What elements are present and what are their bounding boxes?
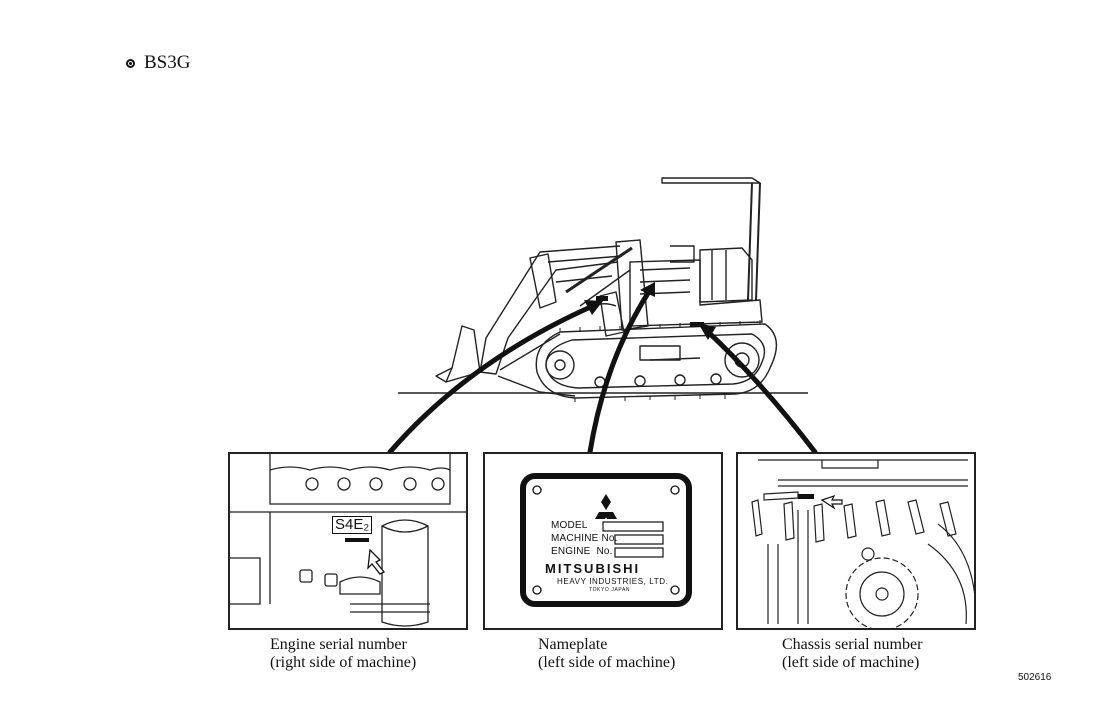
plate-machine-label: MACHINE No. — [551, 533, 618, 544]
engine-caption-location: (right side of machine) — [270, 654, 417, 671]
chassis-caption: Chassis serial number (left side of mach… — [782, 636, 922, 672]
nameplate-panel: MODEL MACHINE No. ENGINE No. MITSUBISHI … — [483, 452, 723, 630]
engine-serial-panel: S4E₂ — [228, 452, 468, 630]
document-code: 502616 — [1018, 672, 1052, 683]
model-label: BS3G — [144, 52, 191, 73]
loader-tower — [615, 239, 649, 331]
plate-brand: MITSUBISHI — [545, 561, 641, 576]
engine-code-plate: S4E₂ — [332, 516, 373, 534]
nameplate-caption: Nameplate (left side of machine) — [538, 636, 675, 672]
canopy-roof — [661, 177, 761, 184]
engine-caption-title: Engine serial number — [270, 636, 407, 653]
chassis-serial-panel — [736, 452, 976, 630]
plate-model-label: MODEL — [551, 520, 588, 531]
chassis-drawing — [751, 459, 974, 628]
pointer-arrows — [387, 287, 818, 455]
plate-subtitle: HEAVY INDUSTRIES, LTD. — [557, 577, 669, 586]
engine-filter — [381, 519, 429, 627]
pointer-arrow-icon — [367, 548, 386, 575]
nameplate-drawing — [520, 473, 692, 607]
arrow-to-engine — [387, 302, 598, 455]
arrowhead-chassis — [698, 323, 716, 340]
chassis-caption-title: Chassis serial number — [782, 636, 923, 653]
model-heading: BS3G — [126, 52, 190, 74]
arrowhead-engine — [584, 300, 603, 315]
plate-engine-label: ENGINE No. — [551, 546, 613, 557]
front-idler — [545, 350, 575, 380]
bullet-icon — [126, 58, 135, 68]
engine-caption: Engine serial number (right side of mach… — [270, 636, 416, 672]
engine-block-drawing — [230, 454, 466, 627]
nameplate-caption-location: (left side of machine) — [538, 654, 676, 671]
arrow-to-nameplate — [587, 287, 653, 455]
arrowhead-nameplate — [640, 282, 655, 297]
mitsubishi-logo-icon — [595, 494, 617, 519]
pointer-arrow-icon — [820, 494, 843, 510]
drive-sprocket — [724, 342, 760, 378]
arrow-to-chassis — [703, 327, 818, 455]
track-outline — [535, 323, 778, 399]
sprocket-wheel — [845, 557, 919, 628]
plate-location: TOKYO JAPAN — [589, 587, 631, 593]
nameplate-caption-title: Nameplate — [538, 636, 608, 653]
chassis-caption-location: (left side of machine) — [782, 654, 920, 671]
